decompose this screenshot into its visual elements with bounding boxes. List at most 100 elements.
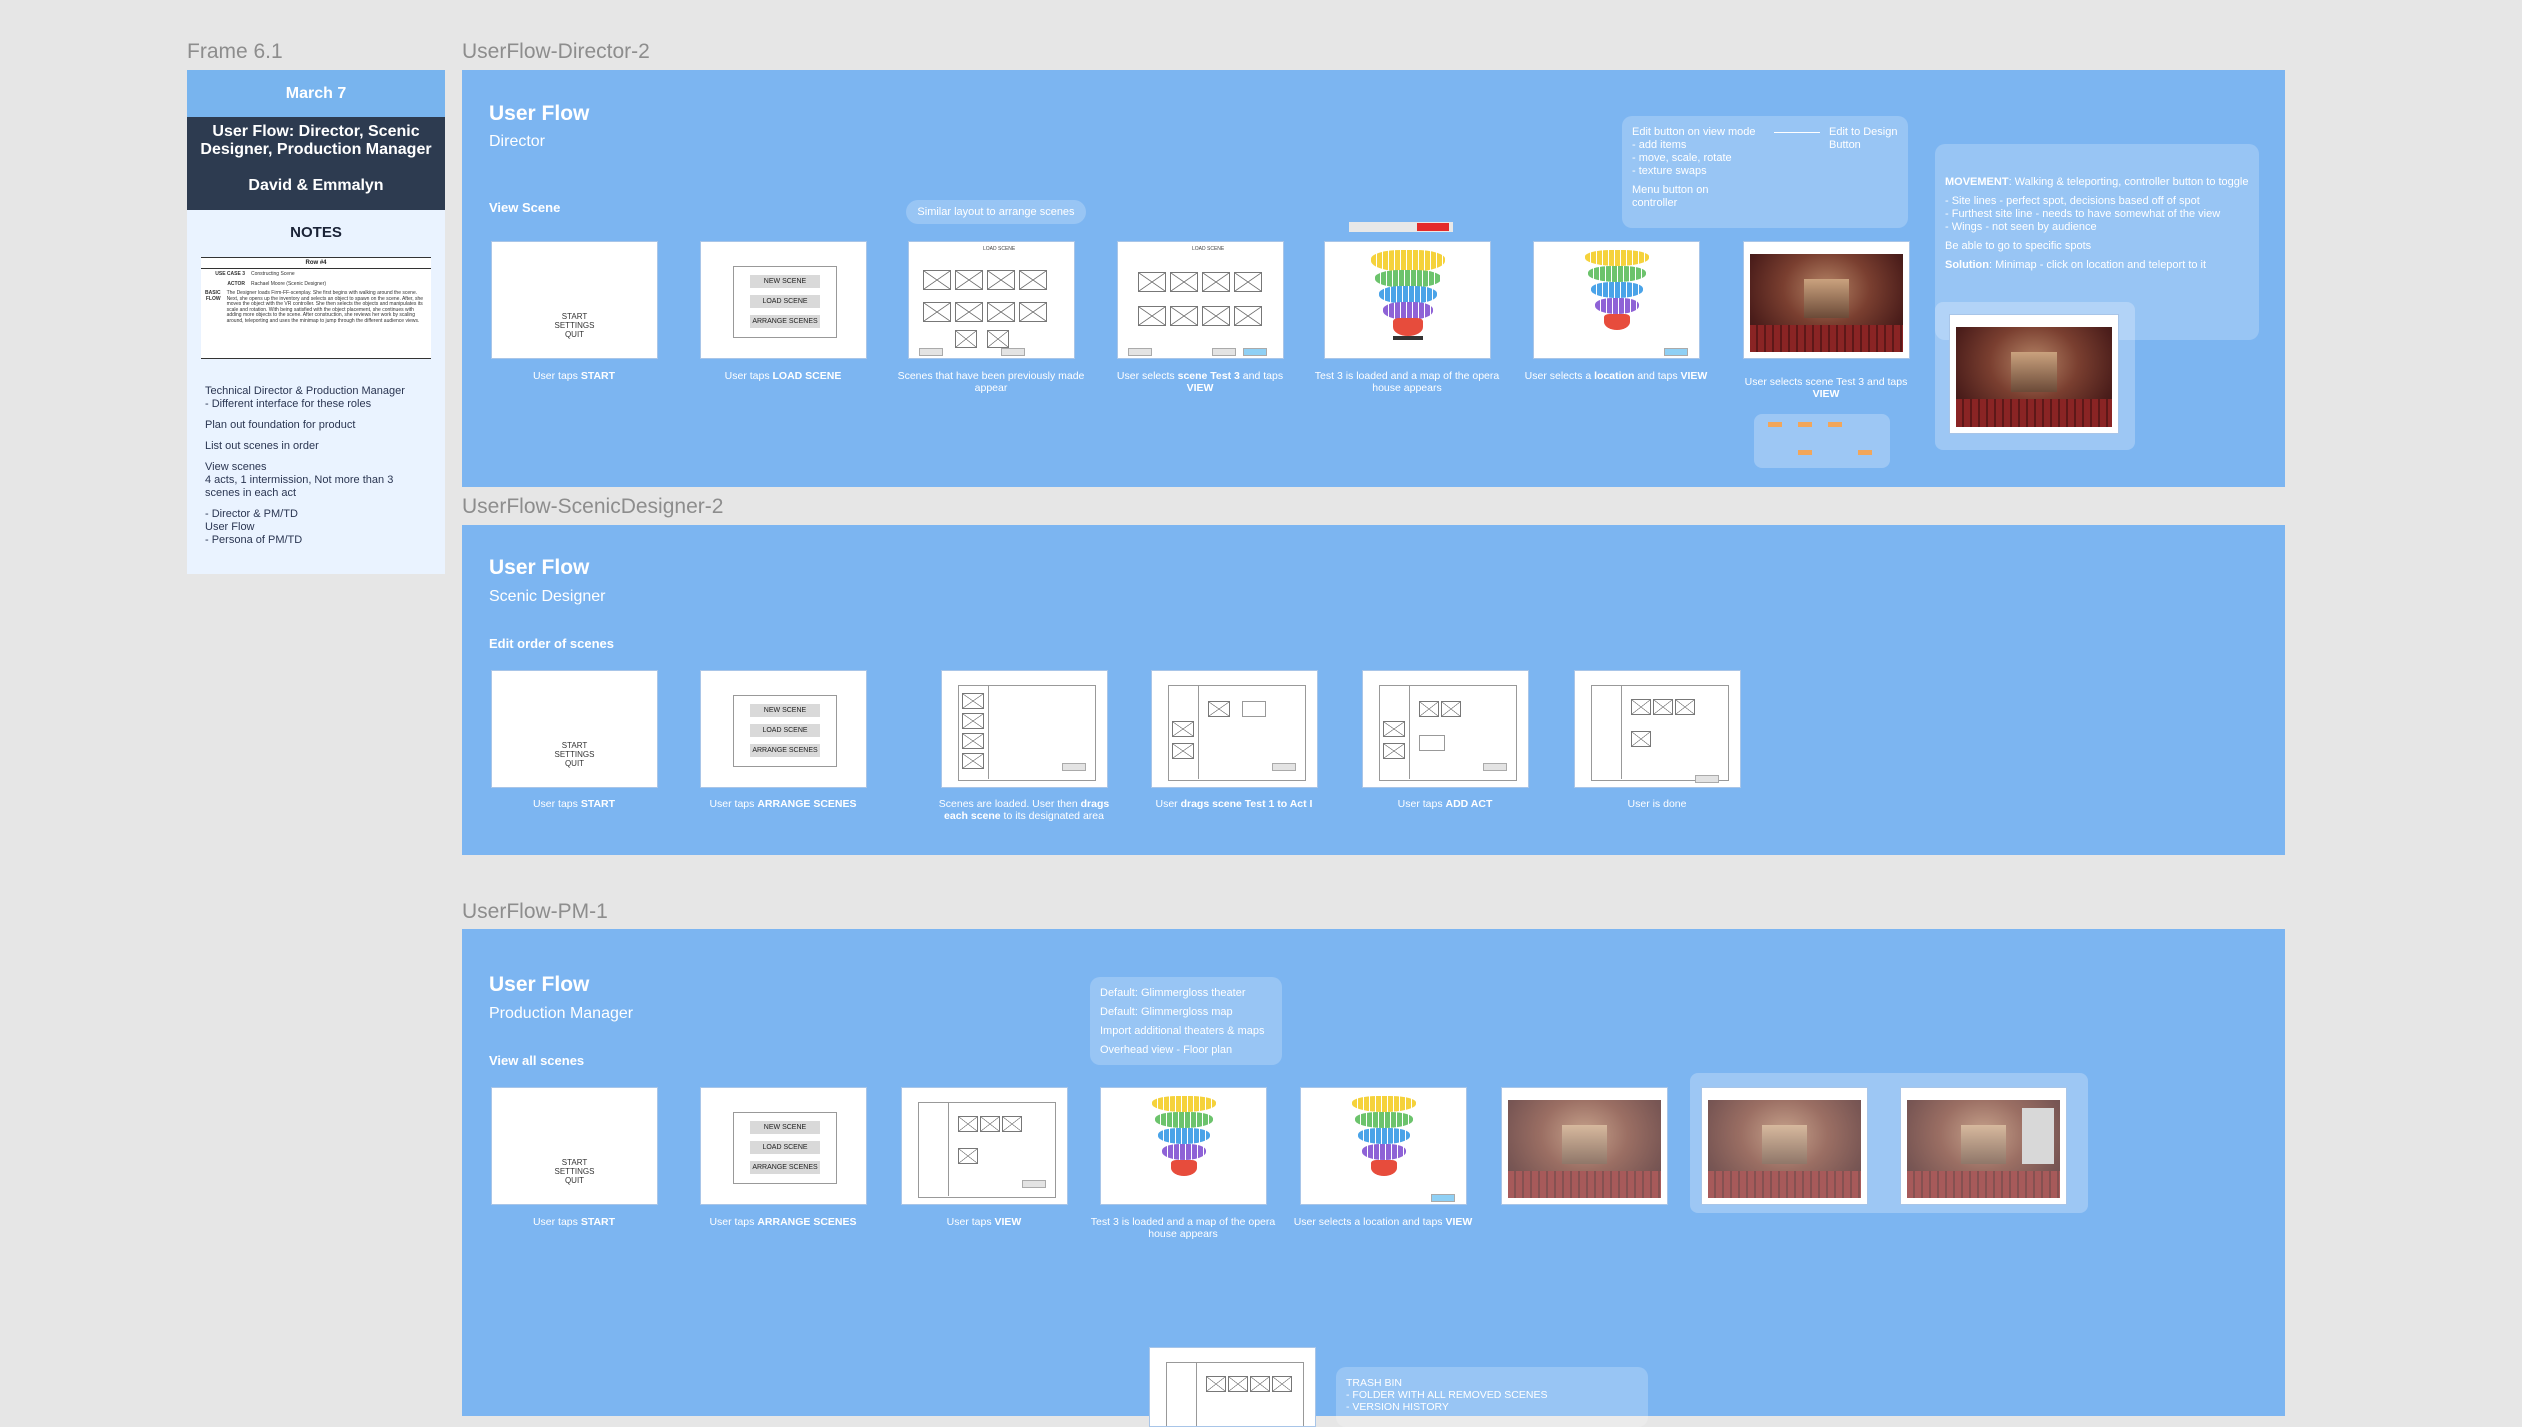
note-line: Technical Director & Production Manager xyxy=(205,385,405,397)
caption-director-5: Test 3 is loaded and a map of the opera … xyxy=(1314,370,1500,394)
scenic-flow-title: User Flow xyxy=(489,556,590,579)
usecase-header: Row #4 xyxy=(201,258,431,269)
screen-location-select[interactable] xyxy=(1300,1087,1467,1205)
caption-pm-1: User taps START xyxy=(532,1216,616,1228)
caption-pm-3: User taps VIEW xyxy=(946,1216,1022,1228)
mini-flow-diagram xyxy=(1754,414,1890,468)
note-line: - Persona of PM/TD xyxy=(205,534,303,546)
caption-director-2: User taps LOAD SCENE xyxy=(724,370,842,382)
screen-main-menu[interactable]: NEW SCENE LOAD SCENE ARRANGE SCENES xyxy=(700,241,867,359)
pm-section-label: View all scenes xyxy=(489,1053,585,1068)
caption-scenic-6: User is done xyxy=(1627,798,1687,810)
notes-header: User Flow: Director, Scenic Designer, Pr… xyxy=(187,117,445,210)
caption-director-4: User selects scene Test 3 and taps VIEW xyxy=(1116,370,1284,394)
screen-view-photo[interactable] xyxy=(1501,1087,1668,1205)
screen-drag-scene[interactable] xyxy=(1151,670,1318,788)
opera-seat-map xyxy=(1577,250,1657,346)
opera-seat-map xyxy=(1368,250,1448,346)
arrange-scenes-button[interactable]: ARRANGE SCENES xyxy=(750,744,820,757)
note-line: - Different interface for these roles xyxy=(205,398,372,410)
caption-scenic-3: Scenes are loaded. User then drags each … xyxy=(938,798,1110,822)
new-scene-button[interactable]: NEW SCENE xyxy=(750,275,820,288)
arrange-scenes-button[interactable]: ARRANGE SCENES xyxy=(750,1161,820,1174)
scenic-role: Scenic Designer xyxy=(489,588,606,605)
arrange-scenes-button[interactable]: ARRANGE SCENES xyxy=(750,315,820,328)
default-theater-note: Default: Glimmergloss theater Default: G… xyxy=(1090,977,1282,1065)
notes-date: March 7 xyxy=(187,70,445,117)
screen-minimap-photo[interactable] xyxy=(1949,314,2119,434)
caption-director-1: User taps START xyxy=(532,370,616,382)
screen-view-photo[interactable] xyxy=(1743,241,1910,359)
caption-scenic-4: User drags scene Test 1 to Act I xyxy=(1155,798,1313,810)
note-line: - Director & PM/TD xyxy=(205,508,298,520)
screen-add-act[interactable] xyxy=(1362,670,1529,788)
screen-arrange-view[interactable] xyxy=(901,1087,1068,1205)
notes-heading: NOTES xyxy=(290,224,342,241)
screen-view-photo-3[interactable] xyxy=(1900,1087,2067,1205)
frame-label-director[interactable]: UserFlow-Director-2 xyxy=(462,40,650,63)
load-scene-button[interactable]: LOAD SCENE xyxy=(750,1141,820,1154)
map-toolbar[interactable] xyxy=(1349,222,1453,232)
edit-mode-note: Edit button on view mode - add items - m… xyxy=(1622,116,1908,228)
caption-director-6: User selects a location and taps VIEW xyxy=(1524,370,1708,382)
screen-scene-select[interactable]: LOAD SCENE xyxy=(1117,241,1284,359)
director-flow-title: User Flow xyxy=(489,102,590,125)
screen-location-select[interactable] xyxy=(1533,241,1700,359)
new-scene-button[interactable]: NEW SCENE xyxy=(750,1121,820,1134)
caption-scenic-2: User taps ARRANGE SCENES xyxy=(709,798,857,810)
pm-flow-title: User Flow xyxy=(489,973,590,996)
notes-list: Technical Director & Production Manager … xyxy=(187,385,445,547)
screen-trash-arrange[interactable] xyxy=(1149,1347,1316,1427)
caption-pm-5: User selects a location and taps VIEW xyxy=(1293,1216,1473,1228)
screen-seat-map[interactable] xyxy=(1324,241,1491,359)
caption-scenic-5: User taps ADD ACT xyxy=(1397,798,1493,810)
minimap-example-group xyxy=(1935,302,2135,450)
notes-panel[interactable]: March 7 User Flow: Director, Scenic Desi… xyxy=(187,70,445,574)
load-scene-button[interactable]: LOAD SCENE xyxy=(750,295,820,308)
note-line: User Flow xyxy=(205,521,255,533)
pm-flow-section[interactable]: User Flow Production Manager View all sc… xyxy=(462,929,2285,1427)
screen-main-menu[interactable]: NEW SCENE LOAD SCENE ARRANGE SCENES xyxy=(700,1087,867,1205)
screen-arrange-loaded[interactable] xyxy=(941,670,1108,788)
screen-done[interactable] xyxy=(1574,670,1741,788)
notes-title: User Flow: Director, Scenic Designer, Pr… xyxy=(200,123,432,158)
caption-director-7: User selects scene Test 3 and taps VIEW xyxy=(1744,376,1908,400)
screen-seat-map[interactable] xyxy=(1100,1087,1267,1205)
caption-scenic-1: User taps START xyxy=(532,798,616,810)
notes-authors: David & Emmalyn xyxy=(248,177,384,194)
note-line: 4 acts, 1 intermission, Not more than 3 … xyxy=(205,474,394,499)
caption-director-3: Scenes that have been previously made ap… xyxy=(897,370,1085,394)
frame-label-pm[interactable]: UserFlow-PM-1 xyxy=(462,900,608,923)
similar-layout-pill: Similar layout to arrange scenes xyxy=(906,200,1086,224)
side-panel xyxy=(2022,1108,2054,1164)
scenic-flow-section[interactable]: User Flow Scenic Designer Edit order of … xyxy=(462,525,2285,855)
screen-view-photo-2[interactable] xyxy=(1701,1087,1868,1205)
caption-pm-2: User taps ARRANGE SCENES xyxy=(709,1216,857,1228)
movement-note: MOVEMENT: Walking & teleporting, control… xyxy=(1935,144,2259,340)
caption-pm-4: Test 3 is loaded and a map of the opera … xyxy=(1090,1216,1276,1240)
director-role: Director xyxy=(489,133,546,150)
scenic-section-label: Edit order of scenes xyxy=(489,636,614,651)
frame-label-frame61[interactable]: Frame 6.1 xyxy=(187,40,283,63)
director-flow-section[interactable]: User Flow Director View Scene Similar la… xyxy=(462,70,2285,487)
frame-label-scenic[interactable]: UserFlow-ScenicDesigner-2 xyxy=(462,495,724,518)
pm-role: Production Manager xyxy=(489,1005,634,1022)
director-section-label: View Scene xyxy=(489,200,561,215)
new-scene-button[interactable]: NEW SCENE xyxy=(750,704,820,717)
screen-main-menu[interactable]: NEW SCENE LOAD SCENE ARRANGE SCENES xyxy=(700,670,867,788)
trash-bin-note: TRASH BIN - FOLDER WITH ALL REMOVED SCEN… xyxy=(1336,1367,1648,1427)
note-line: Plan out foundation for product xyxy=(205,419,356,431)
load-scene-button[interactable]: LOAD SCENE xyxy=(750,724,820,737)
note-line: List out scenes in order xyxy=(205,440,319,452)
arrow-right-icon xyxy=(1774,132,1820,133)
screen-scene-list[interactable]: LOAD SCENE xyxy=(908,241,1075,359)
note-line: View scenes xyxy=(205,461,267,473)
